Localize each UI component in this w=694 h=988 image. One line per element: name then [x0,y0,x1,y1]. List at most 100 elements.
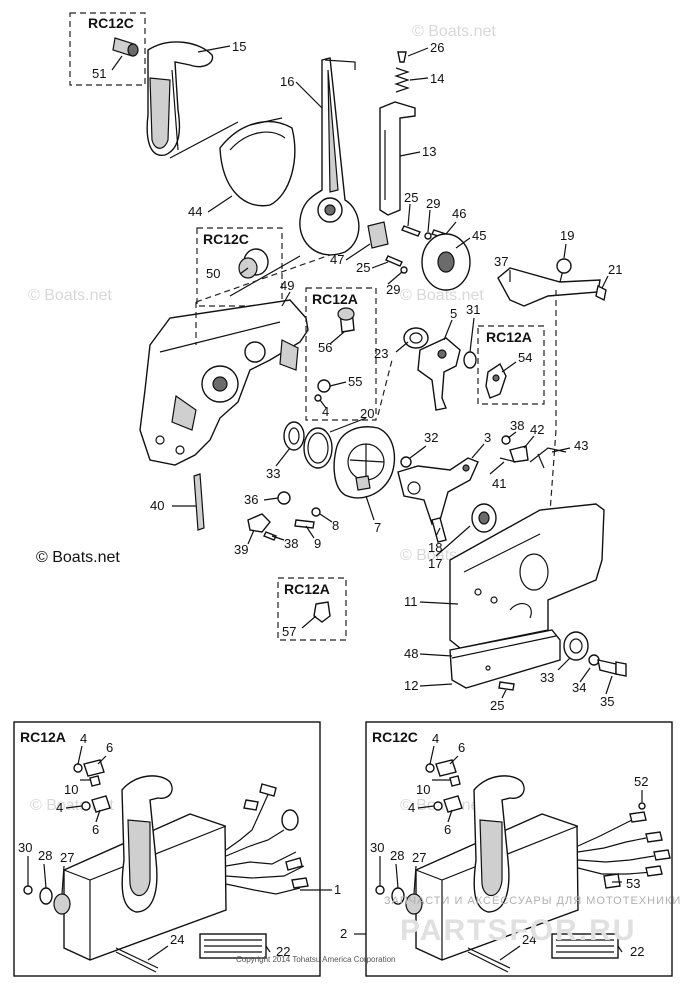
callout: 35 [600,694,614,709]
part-32 [400,456,412,468]
box-title: RC12C [88,15,134,31]
part-36 [277,491,291,505]
part-3-linkage [397,457,479,525]
part-21 [595,284,607,302]
callout: 50 [206,266,220,281]
callout: 17 [428,556,442,571]
callout: 53 [626,876,640,891]
callout: 27 [60,850,74,865]
callout: 4 [80,731,87,746]
callout: 39 [234,542,248,557]
callout: 16 [280,74,294,89]
rc12a-assembly [23,759,309,973]
callout: 38 [510,418,524,433]
callout: 5 [450,306,457,321]
rc12a-assembly-panel [13,721,321,977]
callout: 38 [284,536,298,551]
callout: 14 [430,71,444,86]
callout: 57 [282,624,296,639]
part-33-seal-b [563,631,589,661]
callout: 6 [106,740,113,755]
rc12c-callouts: 4 6 10 4 6 52 30 28 27 53 2 24 22 [340,731,648,959]
callout: 4 [408,800,415,815]
rc12a-leaders [27,745,320,961]
callout: 11 [404,594,418,609]
callout: 29 [386,282,400,297]
callout: 24 [522,932,536,947]
callout: 4 [432,731,439,746]
part-51 [112,37,139,57]
callout: 8 [332,518,339,533]
callout: 20 [360,406,374,421]
callout: 4 [322,404,329,419]
watermark: © Boats.net [400,287,484,304]
callout: 21 [608,262,622,277]
callout: 6 [458,740,465,755]
callout: 25 [490,698,504,713]
box-title: RC12C [203,231,249,247]
footer-copyright: Copyright 2014 Tohatsu America Corporati… [236,955,396,964]
callout: 52 [634,774,648,789]
callout: 18 [428,540,442,555]
rc12a-box-mid [305,287,377,421]
callout: 4 [56,800,63,815]
part-35-bolt [597,659,627,677]
callout: 47 [330,252,344,267]
rc12a-callouts: 4 6 10 4 6 30 28 27 1 24 22 [18,731,341,959]
callout-numbers: 15 51 16 26 14 13 44 25 29 46 45 47 25 2… [92,39,622,713]
callout: 25 [356,260,370,275]
callout: 56 [318,340,332,355]
part-26-screw [397,51,407,63]
part-15-handle [146,41,214,156]
callout: 26 [430,40,444,55]
rc12c-box-top [69,12,146,86]
dash-guide [547,290,557,541]
callout: 27 [412,850,426,865]
part-11-plate [449,503,605,649]
callout: 23 [374,346,388,361]
callout: 51 [92,66,106,81]
callout: 44 [188,204,202,219]
callout: 22 [630,944,644,959]
callout: 28 [38,848,52,863]
part-7-cam [333,426,396,499]
callout: 40 [150,498,164,513]
callout: 29 [426,196,440,211]
callout: 12 [404,678,418,693]
watermark: © Boats.net [412,23,496,40]
part-13-bracket [379,101,416,216]
brand-tagline: ЗАПЧАСТИ И АКСЕССУАРЫ ДЛЯ МОТОТЕХНИКИ [384,895,681,907]
callout: 31 [466,302,480,317]
panel-title: RC12A [20,729,66,745]
callout: 9 [314,536,321,551]
part-4 [314,394,322,402]
callout: 6 [444,822,451,837]
callout: 2 [340,926,347,941]
part-43 [529,447,567,469]
part-57 [313,601,331,623]
part-50 [238,248,269,279]
leader-lines [111,45,613,699]
part-41 [499,457,517,463]
box-title: RC12A [312,291,358,307]
part-14-spring [394,67,410,93]
rc12a-box-small [277,577,347,641]
part-56 [337,307,355,333]
part-12-plate [449,629,561,689]
callout: 13 [422,144,436,159]
callout: 49 [280,278,294,293]
callout: 48 [404,646,418,661]
panel-title: RC12C [372,729,418,745]
part-9-screw [294,519,315,529]
part-54 [485,362,507,399]
part-20-ring [303,427,333,469]
rc12c-leaders [354,745,643,961]
callout: 32 [424,430,438,445]
box-title: RC12A [284,581,330,597]
part-40-cable [193,473,205,531]
callout: 15 [232,39,246,54]
watermark: © Boats.net [28,287,112,304]
callout: 37 [494,254,508,269]
part-37-lever [497,261,601,307]
